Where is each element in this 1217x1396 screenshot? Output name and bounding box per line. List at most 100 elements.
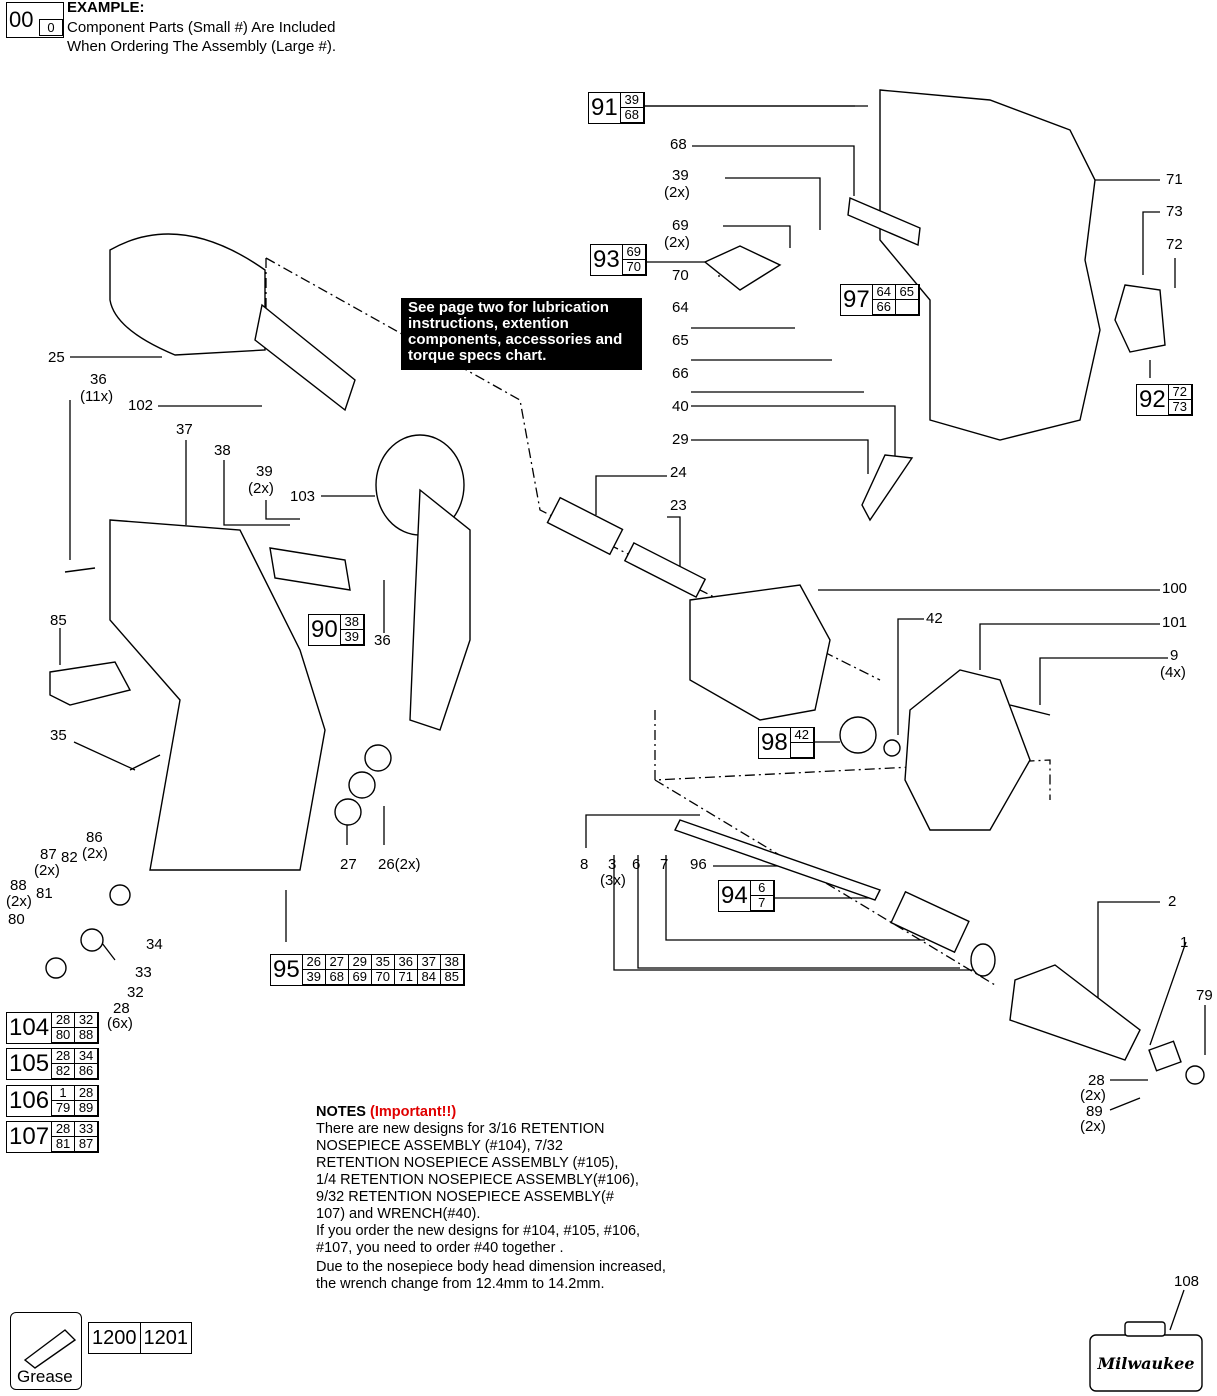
notes-line: 9/32 RETENTION NOSEPIECE ASSEMBLY(# (316, 1189, 614, 1205)
kit-95-part: 26 (302, 955, 326, 970)
callout-72: 72 (1166, 236, 1183, 253)
part-98-gear (839, 716, 877, 754)
kit-107-part: 87 (75, 1137, 99, 1152)
kit-92-part: 72 (1168, 385, 1192, 400)
part-70-clip (703, 245, 782, 291)
callout-70: 70 (672, 267, 689, 284)
callout-87-qty: (2x) (34, 862, 60, 879)
callout-28a-qty: (6x) (107, 1015, 133, 1032)
callout-89-qty: (2x) (1080, 1118, 1106, 1135)
lubrication-notice: See page two for lubrication instruction… (401, 298, 642, 370)
kit-104: 104 28 32 80 88 (6, 1012, 100, 1044)
kit-94-part: 6 (750, 881, 774, 896)
kit-92-part: 73 (1168, 400, 1192, 415)
kit-94-part: 7 (750, 896, 774, 911)
callout-38: 38 (214, 442, 231, 459)
part-34-nosepiece (109, 884, 131, 906)
part-27-bit-a (364, 744, 392, 772)
callout-24: 24 (670, 464, 687, 481)
callout-29: 29 (672, 431, 689, 448)
callout-39a-qty: (2x) (664, 184, 690, 201)
callout-96: 96 (690, 856, 707, 873)
kit-105-number: 105 (9, 1050, 50, 1077)
notes-block: NOTES (Important!!) There are new design… (316, 1104, 736, 1293)
example-line-1: Component Parts (Small #) Are Included (67, 19, 336, 36)
callout-36a: 36 (90, 371, 107, 388)
callout-86: 86 (86, 829, 103, 846)
kit-105: 105 28 34 82 86 (6, 1048, 100, 1080)
kit-94-number: 94 (721, 882, 748, 909)
callout-3: 3 (608, 856, 617, 873)
callout-25: 25 (48, 349, 65, 366)
kit-97-part (895, 300, 919, 315)
kit-91-part: 39 (620, 93, 644, 108)
kit-90-part: 39 (340, 630, 364, 645)
callout-39a: 39 (672, 167, 689, 184)
kit-91-part: 68 (620, 108, 644, 123)
kit-95-part: 35 (371, 955, 395, 970)
kit-91-number: 91 (591, 94, 618, 121)
kit-106-part: 79 (52, 1101, 76, 1116)
kit-92: 92 72 73 (1136, 384, 1193, 416)
callout-71: 71 (1166, 171, 1183, 188)
callout-40: 40 (672, 398, 689, 415)
callout-34: 34 (146, 936, 163, 953)
case-brand: Milwaukee (1096, 1354, 1194, 1373)
kit-95-part: 39 (302, 970, 326, 985)
callout-39b: 39 (256, 463, 273, 480)
notes-line: There are new designs for 3/16 RETENTION (316, 1121, 605, 1137)
example-title: EXAMPLE: (67, 0, 145, 16)
kit-93-number: 93 (593, 246, 620, 273)
callout-9: 9 (1170, 647, 1179, 664)
kit-105-part: 86 (75, 1064, 99, 1079)
kit-90-part: 38 (340, 615, 364, 630)
callout-89: 89 (1086, 1103, 1103, 1120)
notes-line: NOSEPIECE ASSEMBLY (#104), 7/32 (316, 1138, 563, 1154)
kit-106: 106 1 28 79 89 (6, 1085, 100, 1117)
part-6-sleeve (890, 890, 970, 954)
pcb-assembly (409, 488, 471, 731)
kit-93-part: 69 (622, 245, 646, 260)
kit-95-part: 69 (348, 970, 372, 985)
kit-93: 93 69 70 (590, 244, 647, 276)
callout-35: 35 (50, 727, 67, 744)
kit-98-part: 42 (790, 728, 814, 743)
kit-95-part: 85 (440, 970, 464, 985)
part-9-screw (1009, 704, 1051, 716)
kit-106-part: 1 (52, 1086, 76, 1101)
callout-1: 1 (1180, 934, 1189, 951)
callout-80: 80 (8, 911, 25, 928)
callout-7: 7 (660, 856, 669, 873)
grease-label: Grease (17, 1367, 73, 1386)
kit-95-part: 27 (325, 955, 349, 970)
callout-102: 102 (128, 397, 154, 414)
callout-73: 73 (1166, 203, 1183, 220)
kit-95-part: 36 (394, 955, 418, 970)
callout-26: 26(2x) (378, 856, 421, 873)
part-27-bit-c (334, 798, 362, 826)
kit-98: 98 42 (758, 727, 815, 759)
example-line-2: When Ordering The Assembly (Large #). (67, 38, 337, 55)
kit-95-part: 84 (417, 970, 441, 985)
case-handle (1124, 1321, 1166, 1337)
callout-68: 68 (670, 136, 687, 153)
part-71-housing (879, 89, 1101, 441)
part-8-mandrel (674, 819, 881, 901)
part-68-bracket (847, 196, 921, 247)
kit-104-part: 28 (52, 1013, 76, 1028)
kit-97-number: 97 (843, 286, 870, 313)
part-35-screw (129, 754, 161, 771)
part-33-nosepiece (80, 928, 104, 952)
callout-42: 42 (926, 610, 943, 627)
callout-65: 65 (672, 332, 689, 349)
kit-95-part: 37 (417, 955, 441, 970)
notes-line: RETENTION NOSEPIECE ASSEMBLY (#105), (316, 1155, 619, 1171)
ref-1200: 1200 (89, 1323, 141, 1353)
kit-97-part: 64 (872, 285, 896, 300)
kit-92-number: 92 (1139, 386, 1166, 413)
kit-107-part: 28 (52, 1122, 76, 1137)
notes-line: 107) and WRENCH(#40). (316, 1206, 481, 1222)
callout-87: 87 (40, 846, 57, 863)
part-27-bit-b (348, 771, 376, 799)
